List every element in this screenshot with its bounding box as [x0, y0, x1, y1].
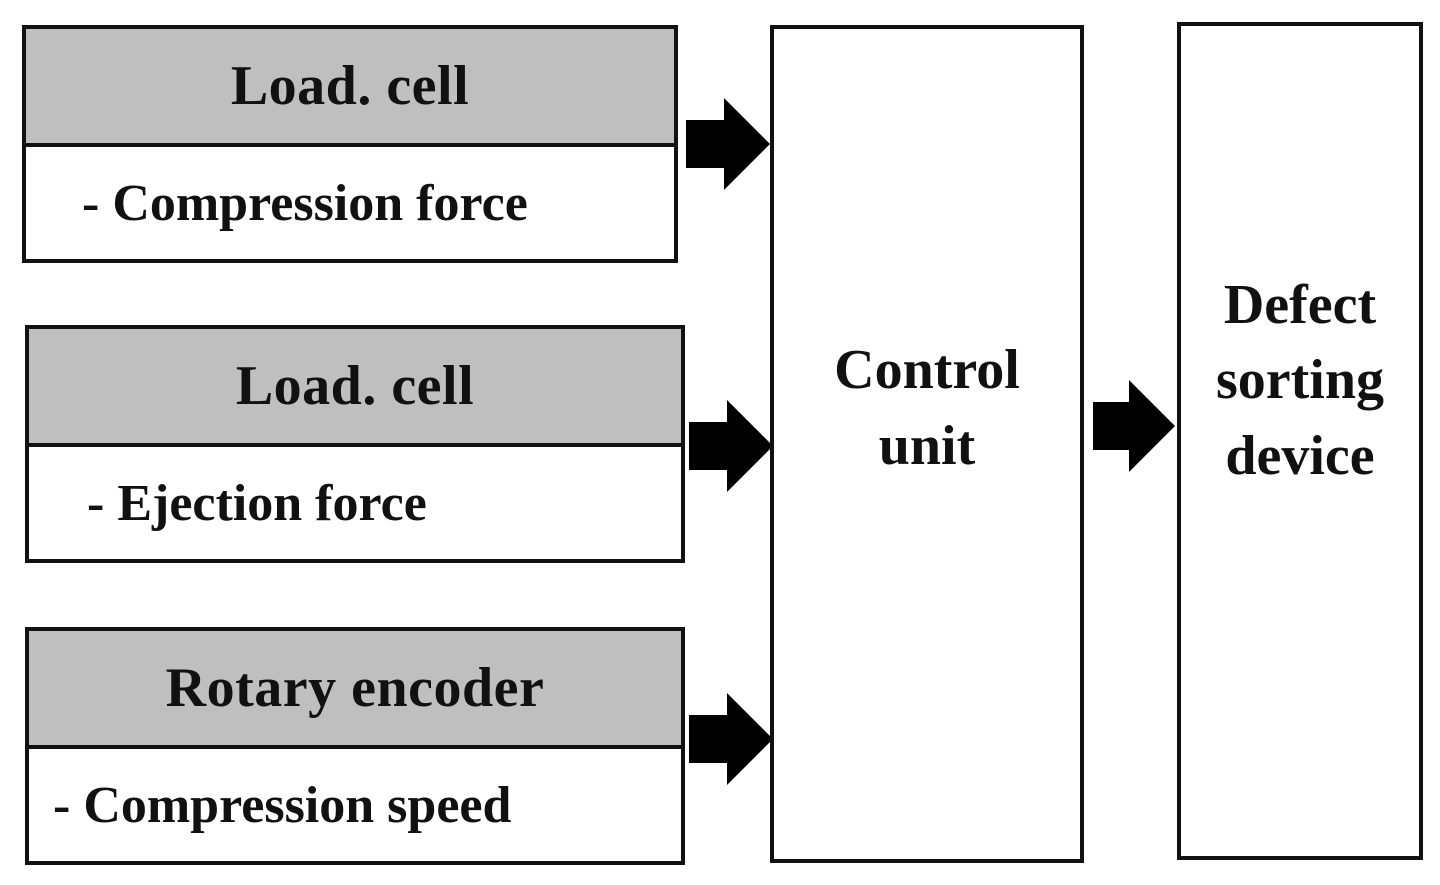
- sensor-block-compression-force: Load. cell - Compression force: [22, 25, 678, 263]
- sensor-parameter: - Compression speed: [53, 776, 512, 834]
- control-unit-block: Control unit: [770, 25, 1084, 863]
- control-unit-line: Control: [834, 339, 1020, 402]
- defect-sorting-device-block: Defect sorting device: [1177, 22, 1423, 860]
- sensor-title: Load. cell: [29, 329, 681, 447]
- arrow-right-icon: [1093, 380, 1175, 472]
- control-unit-line: unit: [878, 415, 976, 477]
- arrow-right-icon: [689, 693, 773, 785]
- sensor-title: Load. cell: [26, 29, 674, 147]
- defect-device-line: sorting: [1216, 349, 1384, 412]
- sensor-block-ejection-force: Load. cell - Ejection force: [25, 325, 685, 563]
- sensor-title: Rotary encoder: [29, 631, 681, 749]
- sensor-parameter: - Compression force: [82, 174, 528, 232]
- defect-device-line: device: [1225, 424, 1375, 487]
- arrow-right-icon: [689, 400, 773, 492]
- sensor-block-compression-speed: Rotary encoder - Compression speed: [25, 627, 685, 865]
- sensor-parameter: - Ejection force: [87, 474, 427, 532]
- defect-sorting-device-label: Defect sorting device: [1216, 268, 1384, 495]
- arrow-right-icon: [686, 98, 770, 190]
- defect-device-line: Defect: [1223, 273, 1377, 336]
- control-unit-label: Control unit: [834, 333, 1020, 484]
